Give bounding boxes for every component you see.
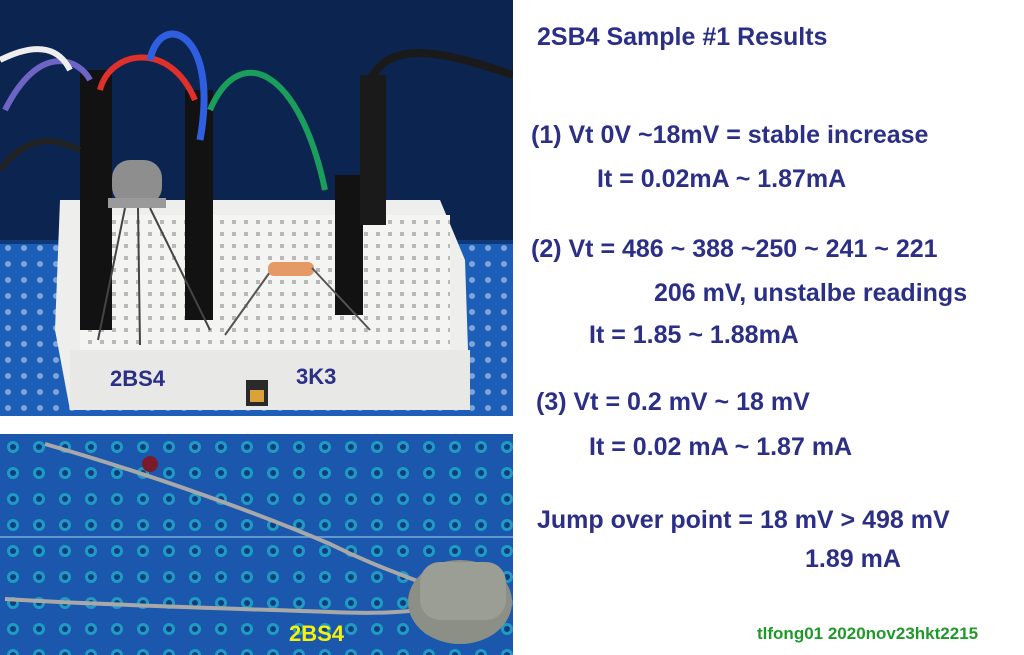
- author-credit: tlfong01 2020nov23hkt2215: [757, 624, 979, 643]
- resistor-label: 3K3: [296, 364, 337, 389]
- result-2-vt-continued: 206 mV, unstalbe readings: [654, 279, 968, 307]
- transistor-closeup-label: 2BS4: [289, 621, 345, 646]
- result-1-vt: (1) Vt 0V ~18mV = stable increase: [531, 121, 929, 149]
- breadboard-photo: 2BS4 3K3: [0, 0, 513, 416]
- result-2-vt: (2) Vt = 486 ~ 388 ~250 ~ 241 ~ 221: [531, 235, 938, 263]
- jump-over-current: 1.89 mA: [805, 545, 901, 573]
- result-3-vt: (3) Vt = 0.2 mV ~ 18 mV: [536, 388, 810, 416]
- jump-over-point: Jump over point = 18 mV > 498 mV: [537, 506, 950, 534]
- result-3-it: It = 0.02 mA ~ 1.87 mA: [589, 433, 853, 461]
- result-2-it: It = 1.85 ~ 1.88mA: [589, 321, 799, 349]
- breadboard-illustration: [0, 0, 513, 416]
- transistor-closeup-photo: 2BS4: [0, 434, 513, 655]
- result-1-it: It = 0.02mA ~ 1.87mA: [597, 165, 847, 193]
- page-title: 2SB4 Sample #1 Results: [537, 23, 828, 51]
- transistor-label: 2BS4: [110, 366, 166, 391]
- transistor-closeup-illustration: [0, 434, 513, 655]
